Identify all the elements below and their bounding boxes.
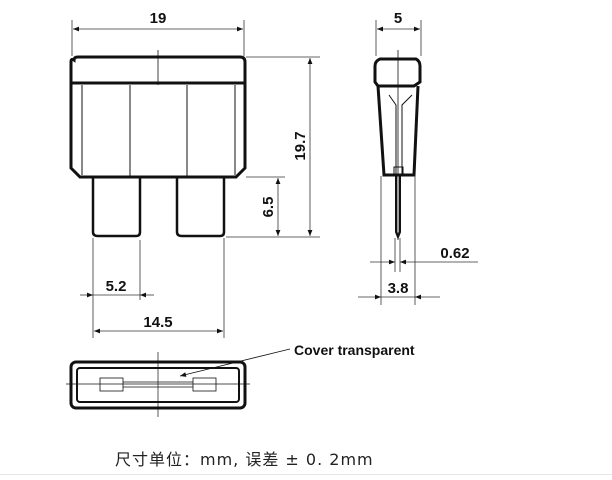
units-note: 尺寸单位：mm, 误差 ± 0. 2mm (115, 450, 374, 469)
side-dimensions (358, 20, 478, 305)
side-view (373, 50, 422, 240)
dim-thickness: 5 (394, 10, 402, 27)
dim-width-total: 19 (150, 10, 167, 27)
top-view (66, 348, 291, 417)
dim-blade-thickness: 0.62 (440, 245, 469, 262)
dim-leg-width: 5.2 (106, 278, 127, 295)
front-dimensions (71, 20, 320, 338)
cover-callout: Cover transparent (294, 342, 415, 358)
divider (0, 474, 612, 475)
dim-body-thickness: 3.8 (388, 280, 409, 297)
dim-height-total: 19.7 (292, 131, 309, 160)
dim-leg-length: 6.5 (260, 197, 277, 218)
dim-leg-span: 14.5 (143, 314, 172, 331)
front-view (69, 50, 247, 238)
